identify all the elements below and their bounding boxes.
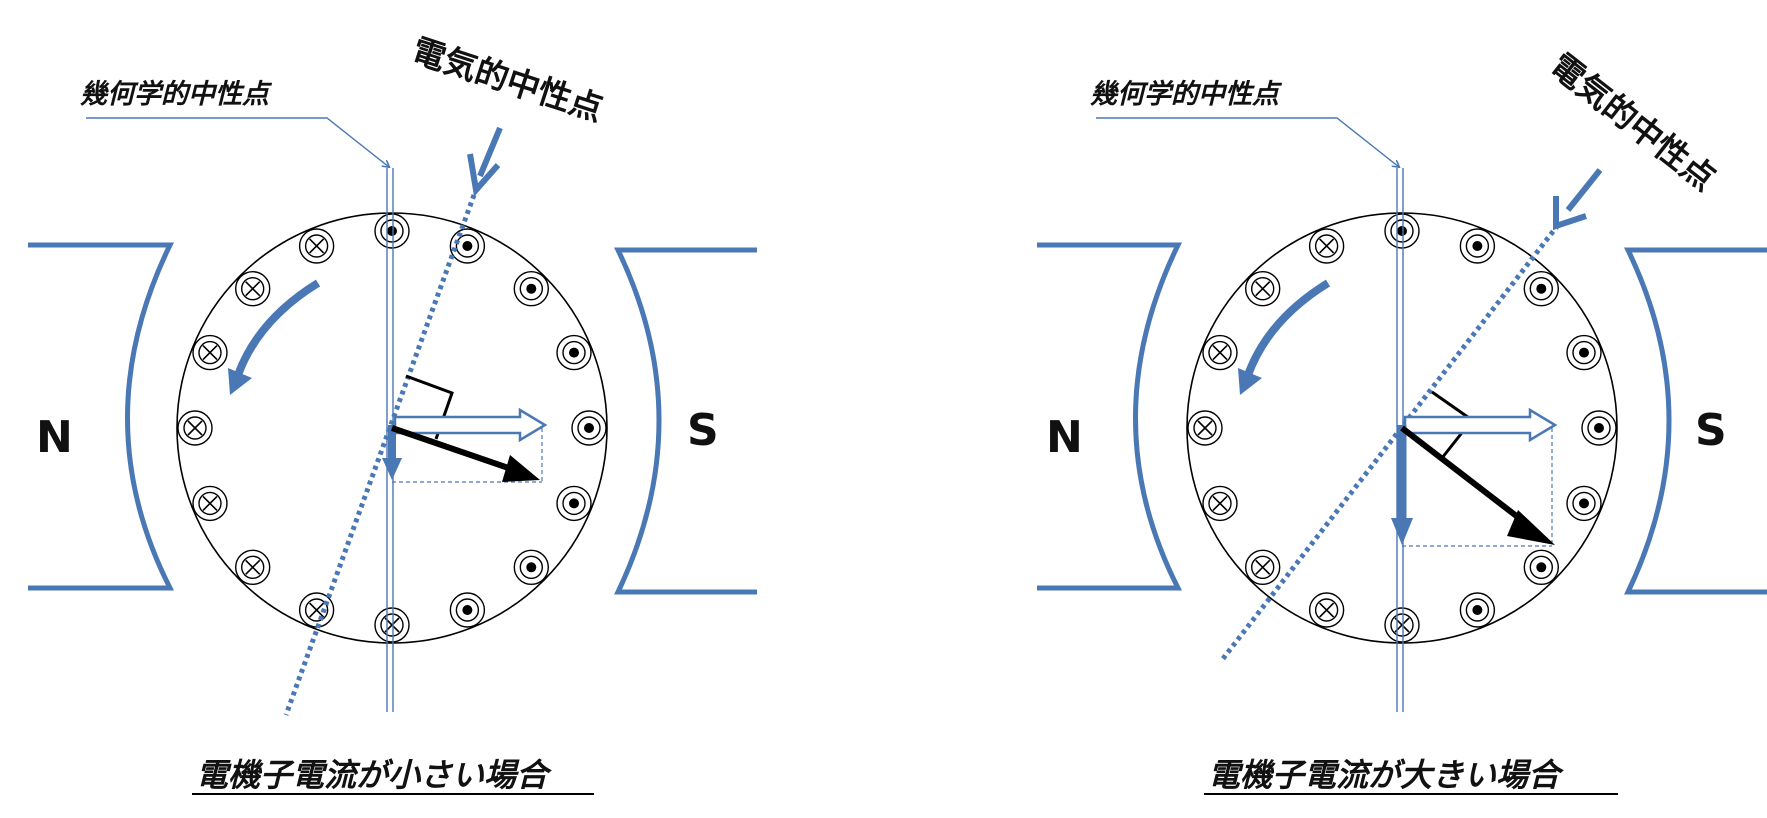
right-geometric-label-leader [1096,117,1399,167]
right-conductor-dot [1459,228,1496,264]
left-resultant-vector [391,425,521,475]
right-main-field-vector [1403,407,1558,443]
left-n-pole-piece [28,242,175,591]
left-geometric-neutral-label: 幾何学的中性点 [80,79,273,110]
right-pole-n-label: N [1046,412,1083,463]
right-s-pole-piece [1624,247,1767,595]
right-pole-s-label: S [1695,405,1727,456]
right-armature-slots [1187,213,1617,643]
right-resultant-vector [1400,425,1534,531]
left-armature-slots [177,213,607,643]
right-rotation-arrow [1244,279,1331,377]
right-conductor-dot [1523,549,1560,586]
left-s-pole-piece [614,247,757,595]
left-main-field-vector [393,407,548,443]
left-conductor-dot [556,334,592,371]
right-electrical-pointer [1565,168,1603,212]
left-armature [176,212,608,644]
right-armature [1186,212,1618,644]
left-conductor-cross [234,270,271,307]
left-electrical-neutral-label: 電気的中性点 [408,31,608,129]
right-conductor-dot [1459,592,1496,628]
right-rotation-arrow-head [1238,368,1262,395]
right-conductor-cross [1308,228,1345,264]
left-armature-reaction-head [382,458,402,480]
left-resultant-head [502,455,540,482]
left-pole-s-label: S [687,405,719,456]
right-conductor-dot [1523,270,1560,307]
left-conductor-dot [374,213,410,249]
left-diagram: N S 幾何学的中性点 電気的中性点 電機子電流が小さい場合 [28,31,757,795]
left-pole-n-label: N [36,412,73,463]
right-electrical-neutral-label: 電気的中性点 [1543,46,1723,199]
right-n-pole-piece [1037,242,1183,591]
right-conductor-dot [1566,485,1602,522]
left-rotation-arrow-head [228,368,252,395]
left-conductor-cross [298,228,335,264]
right-conductor-cross [1202,334,1238,371]
left-conductor-cross [177,410,213,446]
right-conductor-cross [1308,592,1345,628]
right-diagram: N S 幾何学的中性点 電気的中性点 電機子電流が大きい場合 [1037,46,1767,795]
right-electrical-pointer-head [1553,196,1587,231]
left-conductor-cross [298,592,335,628]
right-resultant-head [1507,510,1555,545]
left-conductor-dot [556,485,592,522]
right-conductor-cross [1384,607,1420,643]
right-conductor-dot [1566,334,1602,371]
left-caption: 電機子電流が小さい場合 [196,756,552,794]
left-conductor-dot [449,228,486,264]
left-conductor-cross [192,485,228,522]
right-conductor-cross [1244,549,1281,586]
left-electrical-pointer [477,126,503,178]
right-conductor-dot [1581,410,1617,446]
left-conductor-dot [513,549,550,586]
right-conductor-dot [1384,213,1420,249]
left-rotation-arrow [234,279,321,377]
left-geometric-label-leader [86,117,389,167]
right-armature-reaction-head [1391,518,1413,545]
left-conductor-dot [513,270,550,307]
left-conductor-cross [374,607,410,643]
left-conductor-cross [192,334,228,371]
right-conductor-cross [1202,485,1238,522]
right-geometric-neutral-label: 幾何学的中性点 [1090,79,1283,110]
left-conductor-cross [234,549,271,586]
right-electrical-neutral-axis [1220,223,1560,662]
right-conductor-cross [1244,270,1281,307]
left-conductor-dot [571,410,607,446]
right-caption: 電機子電流が大きい場合 [1208,756,1564,794]
left-conductor-dot [449,592,486,628]
right-conductor-cross [1187,410,1223,446]
left-electrical-pointer-head [467,153,501,197]
